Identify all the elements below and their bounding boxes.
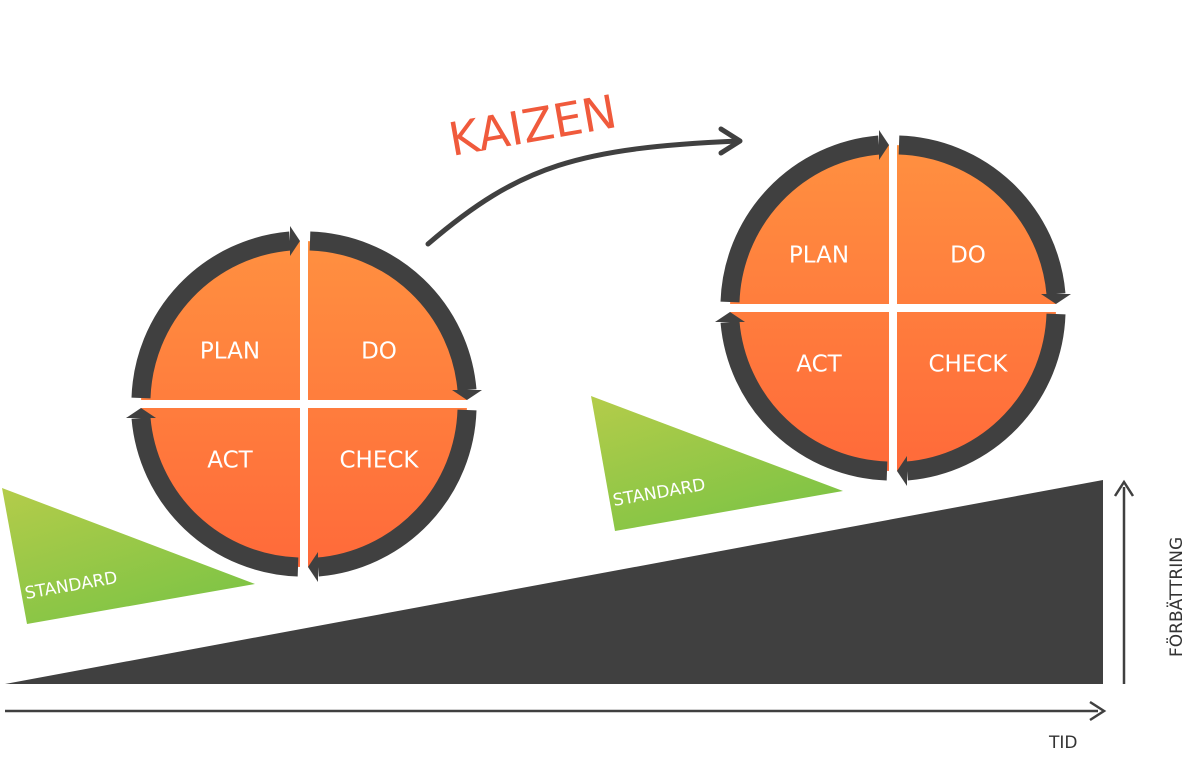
cycle-arrowhead	[290, 226, 300, 256]
quadrant-check: CHECK	[339, 448, 419, 474]
kaizen-arrowhead	[718, 126, 743, 156]
cycle-arrowhead	[126, 408, 156, 418]
standard-wedge-right	[591, 396, 843, 531]
quadrant-plan: PLAN	[200, 339, 260, 365]
cycle-arrowhead	[1041, 294, 1071, 304]
cycle-arc-plan-to-do	[131, 231, 291, 399]
cycle-arc-act-to-plan	[720, 321, 888, 481]
time-axis-arrowhead	[1089, 700, 1107, 722]
pdca-cycle-left: PLAN DO ACT CHECK	[126, 226, 482, 582]
pdca-cycle-right: PLAN DO ACT CHECK	[715, 130, 1071, 486]
improvement-axis-label: FÖRBÄTTRING	[1165, 537, 1187, 657]
quadrant-act: ACT	[796, 352, 842, 378]
cycle-arrowhead	[715, 312, 745, 322]
cycle-arc-do-to-check	[898, 135, 1066, 295]
time-axis-label: TID	[1048, 733, 1078, 753]
improvement-axis-arrowhead	[1113, 479, 1135, 497]
cycle-arc-do-to-check	[309, 231, 477, 391]
cycle-arc-plan-to-do	[720, 135, 880, 303]
cycle-arc-check-to-act	[906, 313, 1066, 481]
kaizen-arrow	[425, 138, 741, 247]
improvement-ramp	[5, 480, 1103, 684]
quadrant-do: DO	[361, 339, 397, 365]
cycle-arrowhead	[308, 552, 318, 582]
cycle-arc-act-to-plan	[131, 417, 299, 577]
cycle-arrowhead	[897, 456, 907, 486]
cycle-arrowhead	[879, 130, 889, 160]
quadrant-check: CHECK	[928, 352, 1008, 378]
cycle-arc-check-to-act	[317, 409, 477, 577]
quadrant-plan: PLAN	[789, 243, 849, 269]
standard-wedge-left	[2, 488, 255, 624]
quadrant-do: DO	[950, 243, 986, 269]
quadrant-act: ACT	[207, 448, 253, 474]
cycle-arrowhead	[452, 390, 482, 400]
